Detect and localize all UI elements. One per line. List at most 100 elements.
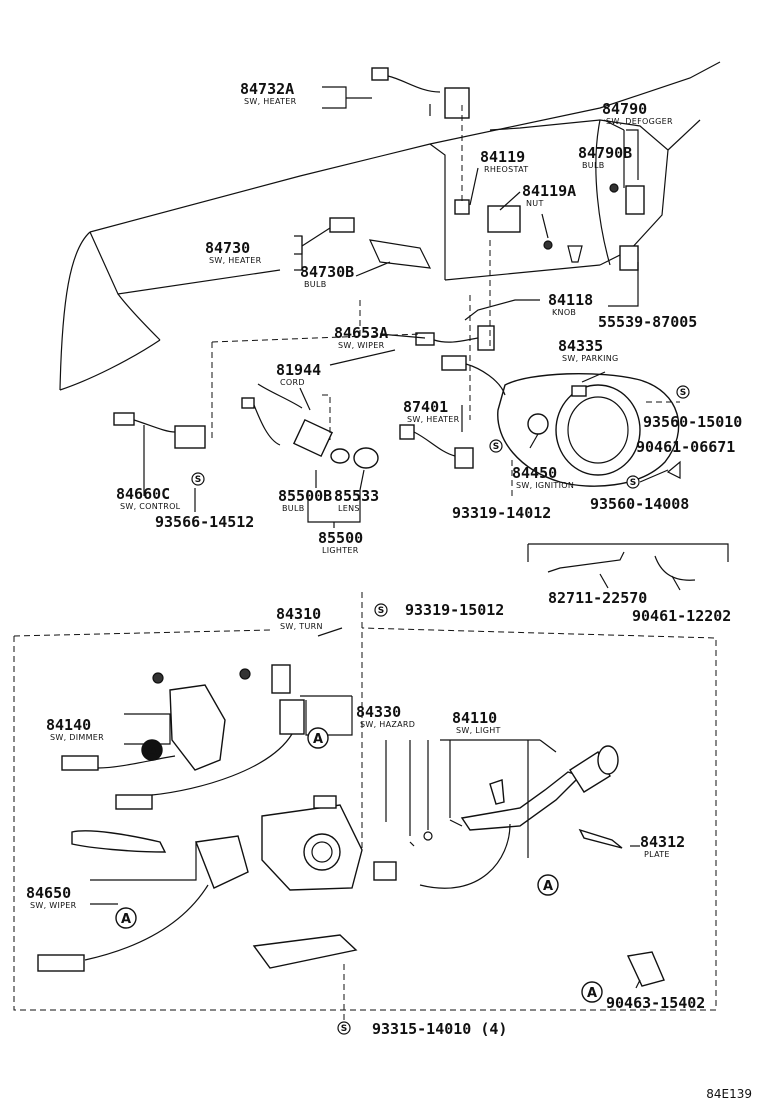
part-name: SW, TURN — [280, 622, 323, 631]
part-number: 90461-06671 — [636, 438, 735, 456]
part-callout: 90463-15402 — [606, 994, 705, 1012]
part-name: SW, CONTROL — [120, 502, 181, 511]
circle-s-marker: S — [489, 439, 503, 453]
svg-text:A: A — [121, 912, 131, 927]
part-number: 84730B — [300, 263, 354, 281]
svg-text:S: S — [680, 388, 686, 398]
part-number: 81944 — [276, 361, 321, 379]
diagram-code: 84E139 — [706, 1087, 752, 1101]
part-name: PLATE — [644, 850, 670, 859]
part-number: 84450 — [512, 464, 557, 482]
part-number: 90461-12202 — [632, 607, 731, 625]
svg-text:S: S — [493, 442, 499, 452]
part-callout: 93566-14512 — [155, 513, 254, 531]
heater-switch-84732a — [371, 67, 470, 119]
dashboard-panel — [59, 61, 721, 391]
circle-a-marker: A — [537, 874, 559, 896]
part-number: 84110 — [452, 709, 497, 727]
circle-a-marker: A — [307, 727, 329, 749]
part-number: 82711-22570 — [548, 589, 647, 607]
part-number: 84650 — [26, 884, 71, 902]
part-number: 93315-14010 (4) — [372, 1020, 507, 1038]
part-callout: 82711-22570 — [548, 589, 647, 607]
turn-switch-body-84310 — [261, 795, 363, 891]
part-number: 84119 — [480, 148, 525, 166]
bracket-parts — [527, 460, 729, 581]
part-number: 84790 — [602, 100, 647, 118]
part-name: SW, LIGHT — [456, 726, 501, 735]
part-name: SW, HEATER — [244, 97, 297, 106]
part-number: 90463-15402 — [606, 994, 705, 1012]
part-name: NUT — [526, 199, 544, 208]
svg-text:A: A — [313, 732, 323, 747]
cigarette-lighter-assembly — [241, 383, 379, 469]
circle-s-marker: S — [191, 472, 205, 486]
plate-84312 — [578, 828, 623, 849]
part-name: SW, WIPER — [338, 341, 385, 350]
circle-a-marker: A — [581, 981, 603, 1003]
part-number: 84118 — [548, 291, 593, 309]
part-name: SW, DEFOGGER — [606, 117, 673, 126]
part-number: 84335 — [558, 337, 603, 355]
part-name: CORD — [280, 378, 305, 387]
part-name: LENS — [338, 504, 360, 513]
part-name: RHEOSTAT — [484, 165, 528, 174]
part-number: 93566-14512 — [155, 513, 254, 531]
rheostat-84119 — [454, 199, 583, 263]
part-number: 85500B — [278, 487, 332, 505]
part-callout: 93319-14012 — [452, 504, 551, 522]
part-number: 84790B — [578, 144, 632, 162]
svg-text:A: A — [543, 879, 553, 894]
part-number: 84730 — [205, 239, 250, 257]
part-name: SW, HEATER — [407, 415, 460, 424]
svg-text:S: S — [378, 606, 384, 616]
part-number: 84330 — [356, 703, 401, 721]
part-name: SW, DIMMER — [50, 733, 104, 742]
part-number: 84119A — [522, 182, 576, 200]
part-name: SW, WIPER — [30, 901, 77, 910]
part-callout: 93315-14010 (4) — [372, 1020, 507, 1038]
svg-text:S: S — [341, 1024, 347, 1034]
part-name: BULB — [304, 280, 327, 289]
part-number: 84653A — [334, 324, 388, 342]
part-number: 93560-15010 — [643, 413, 742, 431]
part-number: 93560-14008 — [590, 495, 689, 513]
part-name: BULB — [582, 161, 605, 170]
callout-markers: A A A A A S S S S S S — [115, 385, 690, 1035]
svg-text:S: S — [630, 478, 636, 488]
part-number: 85533 — [334, 487, 379, 505]
control-switch-84660c — [113, 412, 206, 449]
part-name: SW, IGNITION — [516, 481, 574, 490]
part-name: KNOB — [552, 308, 576, 317]
part-callout: 93560-14008 — [590, 495, 689, 513]
part-number: 84660C — [116, 485, 170, 503]
heater-switch-84730 — [329, 217, 639, 271]
part-number: 84312 — [640, 833, 685, 851]
svg-text:S: S — [195, 475, 201, 485]
light-switch-84110 — [373, 745, 619, 889]
part-number: 93319-14012 — [452, 504, 551, 522]
parking-switch-housing — [497, 372, 680, 487]
circle-a-marker: A — [141, 739, 163, 761]
part-name: BULB — [282, 504, 305, 513]
wiper-switch-84653a — [415, 325, 495, 351]
